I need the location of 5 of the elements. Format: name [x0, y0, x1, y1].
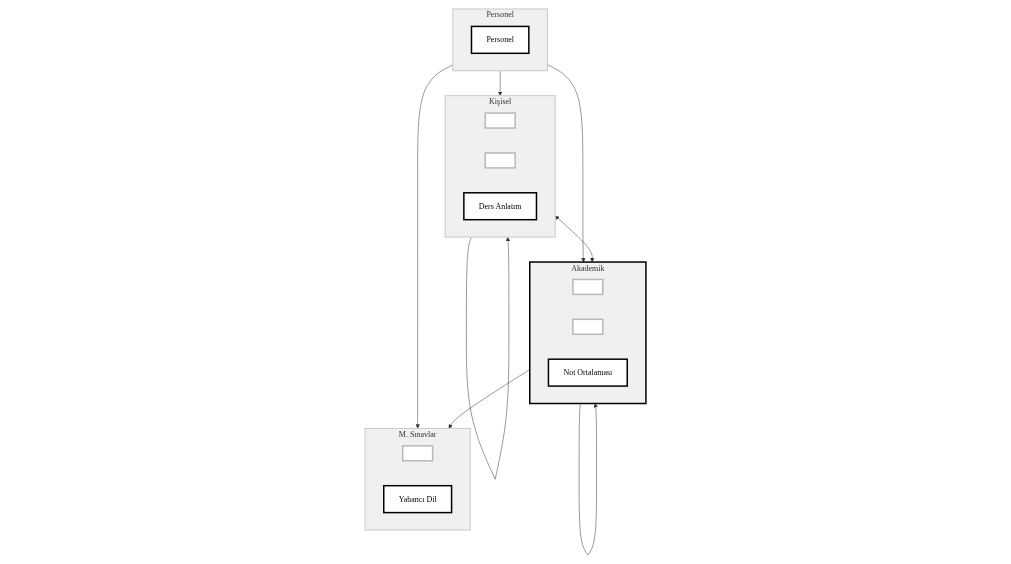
node-box [484, 112, 516, 129]
node-box [572, 318, 604, 335]
node-box [572, 278, 604, 296]
node-box [484, 152, 516, 169]
node-box [401, 445, 434, 462]
